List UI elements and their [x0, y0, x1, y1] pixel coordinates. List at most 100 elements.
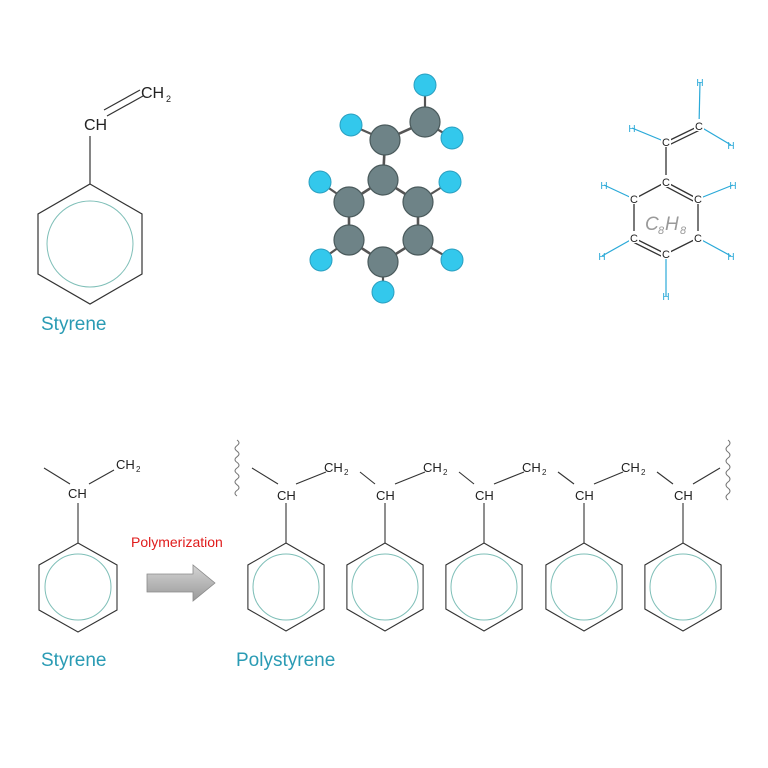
chain-bond	[359, 471, 376, 485]
hydrogen-atom	[371, 280, 395, 304]
aromatic-circle	[550, 553, 618, 621]
aromatic-circle	[252, 553, 320, 621]
styrene-title-bottom: Styrene	[41, 650, 107, 671]
aromatic-circle	[351, 553, 419, 621]
hydrogen-label: H	[628, 124, 635, 135]
styrene-top-atom-labels: CH CH 2	[84, 85, 171, 134]
ch2-label: CH	[141, 85, 164, 102]
hydrogen-atom	[413, 73, 437, 97]
hydrogen-label: H	[598, 252, 605, 263]
ch-label: CH	[84, 117, 107, 134]
carbon-atom	[409, 106, 441, 138]
hydrogen-atom	[440, 248, 464, 272]
formula-h: H	[665, 214, 679, 235]
ch-label: CH	[475, 488, 494, 503]
carbon-label: C	[630, 194, 638, 206]
chain-bond	[458, 471, 475, 485]
c-h-bond	[697, 184, 734, 200]
benzene-ring	[445, 542, 523, 632]
hydrogen-atom	[438, 170, 462, 194]
carbon-atom	[367, 164, 399, 196]
styrene-ball-and-stick-model	[308, 73, 464, 304]
label-mask	[694, 119, 704, 131]
label-mask	[629, 231, 639, 243]
hydrogen-atom	[440, 126, 464, 150]
c-c-bond	[665, 181, 699, 200]
hydrogen-label: H	[600, 181, 607, 192]
ch-label: CH	[68, 486, 87, 501]
benzene-ring	[247, 542, 325, 632]
ch2-label: CH	[621, 460, 640, 475]
carbon-label: C	[694, 194, 702, 206]
ch2-subscript: 2	[542, 468, 547, 477]
hydrogen-atom	[309, 248, 333, 272]
benzene-ring	[545, 542, 623, 632]
ch2-label: CH	[116, 457, 135, 472]
ch2-label: CH	[324, 460, 343, 475]
hydrogen-atom	[308, 170, 332, 194]
c-h-bond	[601, 237, 635, 257]
carbon-atom	[333, 186, 365, 218]
chain-bond	[295, 471, 327, 485]
polymerization-label: Polymerization	[131, 534, 223, 550]
double-bond	[663, 184, 697, 204]
wavy-chain-end-icon	[234, 439, 240, 497]
carbon-atom	[402, 224, 434, 256]
c-c-bond	[665, 125, 700, 143]
c-h-bond	[697, 237, 732, 257]
ch2-subscript: 2	[641, 468, 646, 477]
chain-bond	[557, 471, 575, 485]
hydrogen-label: H	[696, 78, 703, 89]
styrene-structural-formula	[37, 89, 144, 305]
styrene-title-top: Styrene	[41, 314, 107, 335]
double-bond	[667, 129, 702, 147]
chain-bond	[656, 471, 674, 485]
c-h-bond	[631, 127, 667, 143]
carbon-label: C	[662, 137, 670, 149]
formula-h-subscript: 8	[680, 225, 687, 237]
label-mask	[661, 135, 671, 147]
benzene-ring	[346, 542, 424, 632]
chain-bond	[493, 471, 525, 485]
formula-c-subscript: 8	[658, 225, 665, 237]
ch2-subscript: 2	[136, 465, 141, 474]
ch-label: CH	[376, 488, 395, 503]
hydrogen-atom	[339, 113, 363, 137]
ch-label: CH	[277, 488, 296, 503]
carbon-label: C	[630, 233, 638, 245]
formula-c: C	[645, 214, 659, 235]
right-arrow-icon	[146, 564, 216, 602]
c-h-bond	[698, 125, 732, 146]
c-c-bond	[665, 237, 699, 255]
double-bond	[631, 240, 665, 259]
ch2-label: CH	[423, 460, 442, 475]
label-mask	[629, 192, 639, 204]
carbon-label: C	[695, 121, 703, 133]
hydrogen-label: H	[662, 292, 669, 303]
label-mask	[693, 192, 703, 204]
hydrogen-label: H	[727, 141, 734, 152]
c-c-bond	[633, 181, 667, 200]
benzene-ring	[644, 542, 722, 632]
label-mask	[661, 247, 671, 259]
chain-bond	[251, 467, 279, 485]
c8h8-formula: C 8 H 8	[645, 214, 687, 237]
ch-label: CH	[674, 488, 693, 503]
label-mask	[693, 231, 703, 243]
ch2-subscript: 2	[166, 94, 171, 104]
carbon-atom	[333, 224, 365, 256]
label-mask	[661, 175, 671, 187]
c-h-bond	[698, 81, 701, 127]
carbon-label: C	[662, 249, 670, 261]
carbon-atom	[369, 124, 401, 156]
ch-label: CH	[575, 488, 594, 503]
hydrogen-label: H	[729, 181, 736, 192]
ch2-subscript: 2	[443, 468, 448, 477]
monomer-atom-labels: CH CH 2	[68, 457, 141, 501]
carbon-atom	[402, 186, 434, 218]
ch2-subscript: 2	[344, 468, 349, 477]
carbon-atom	[367, 246, 399, 278]
